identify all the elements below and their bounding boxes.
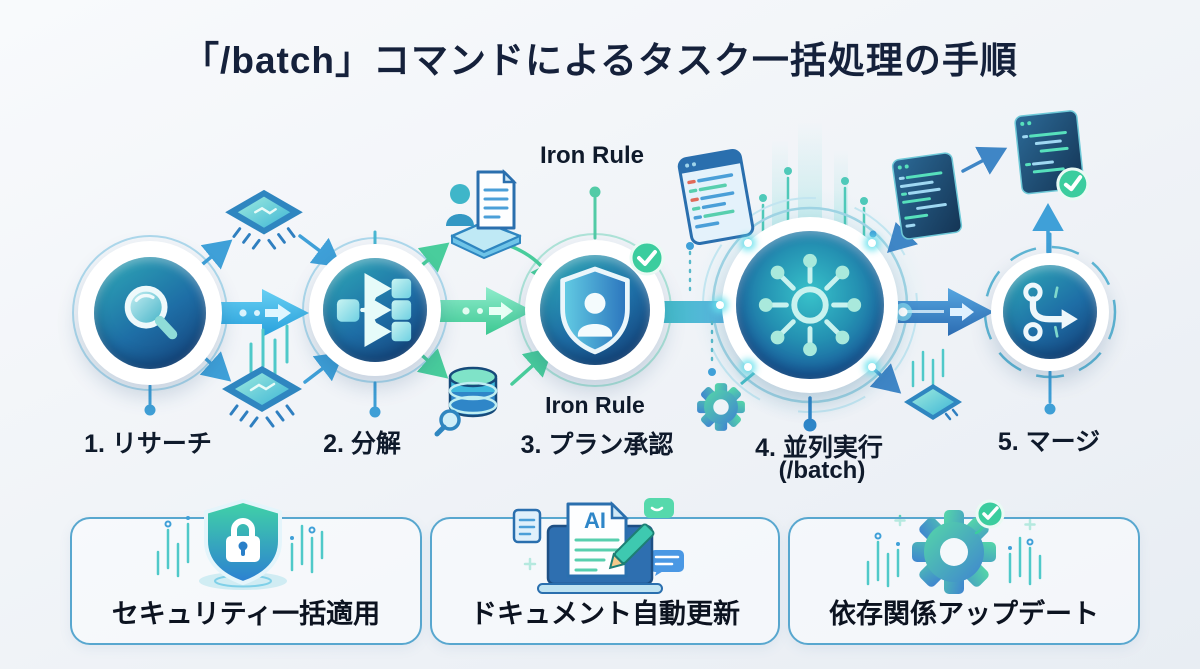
terminal-window-icon <box>891 152 963 240</box>
signal-bars-icon <box>156 516 190 578</box>
card-deps-label: 依存関係アップデート <box>829 599 1099 629</box>
hub-glow-dot <box>868 239 876 247</box>
step1-label: 1. リサーチ <box>84 430 212 458</box>
circuit-traces <box>688 238 875 368</box>
database-search-icon <box>434 366 498 437</box>
check-badge-icon <box>629 240 665 276</box>
magnifier-icon <box>124 285 178 340</box>
hub-glow-dot <box>716 301 724 309</box>
step2-label: 2. 分解 <box>323 430 401 458</box>
card-docs-label: ドキュメント自動更新 <box>470 599 740 629</box>
card-security-label: セキュリティ一括適用 <box>111 599 381 629</box>
step5-label: 5. マージ <box>997 428 1101 456</box>
hub-glow-dot <box>744 363 752 371</box>
signal-bars-icon <box>911 348 945 388</box>
hub-icon <box>758 253 862 357</box>
ai-badge-text: AI <box>584 508 606 533</box>
signal-bars-icon <box>249 324 289 376</box>
step3-label: 3. プラン承認 <box>520 431 674 459</box>
node-stems <box>148 196 1052 420</box>
shield-lock-icon <box>199 499 287 590</box>
step5-node <box>991 253 1109 371</box>
gear-check-icon <box>912 499 1005 594</box>
chip-icon <box>222 366 302 428</box>
iron-rule-bottom-label: Iron Rule <box>545 392 645 418</box>
terminal-check-window-icon <box>1014 110 1090 201</box>
signal-bars-icon <box>866 532 900 588</box>
chip-icon <box>225 189 303 250</box>
shield-user-icon <box>560 266 630 355</box>
person-document-icon <box>446 168 522 260</box>
arrow-step2-step3 <box>436 287 533 335</box>
ai-laptop-icon: AI <box>512 498 684 594</box>
split-icon <box>336 272 412 348</box>
merge-icon <box>1023 282 1078 342</box>
iron-rule-top-label: Iron Rule <box>539 142 644 169</box>
chip-board-icon <box>904 384 962 421</box>
step4-node <box>722 217 898 393</box>
step2-node <box>309 244 441 376</box>
code-window-icon <box>677 149 755 245</box>
hub-glow-dot <box>744 239 752 247</box>
page-title: 「/batch」コマンドによるタスク一括処理の手順 <box>182 40 1018 81</box>
step4-sublabel: (/batch) <box>778 457 866 484</box>
signal-bars-icon <box>290 524 324 574</box>
step4-label: 4. 並列実行 <box>755 434 883 462</box>
gear-icon <box>697 383 745 431</box>
hub-glow-dot <box>868 363 876 371</box>
arrow-step1-step2 <box>212 289 309 337</box>
signal-bars-icon <box>1008 536 1042 586</box>
step1-node <box>78 241 222 385</box>
arrow-step4-step5 <box>894 288 994 336</box>
